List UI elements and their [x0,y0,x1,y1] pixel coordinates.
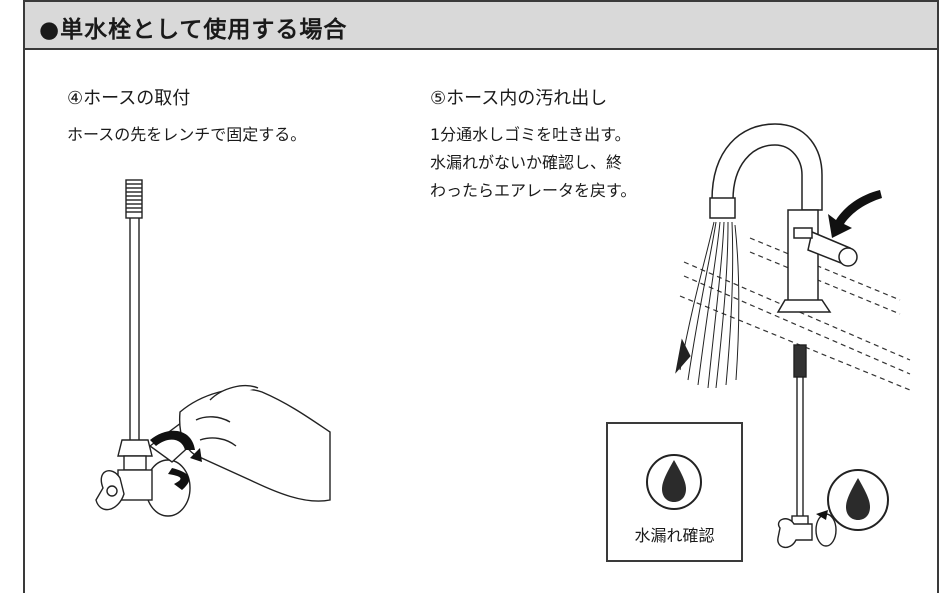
water-drop-icon [816,469,889,531]
step4-text: ホースの先をレンチで固定する。 [67,125,307,144]
leak-check-label: 水漏れ確認 [634,526,715,545]
faucet [709,123,858,313]
step5-text-line: わったらエアレータを戻す。 [430,181,637,200]
curved-arrow-icon [828,190,882,238]
hose-illustration [117,179,153,471]
section-title: ●単水栓として使用する場合 [39,17,348,43]
water-spray [675,221,740,389]
leak-check-box: 水漏れ確認 [606,422,743,562]
stop-valve [95,459,191,517]
step5-title: ⑤ホース内の汚れ出し [430,88,608,109]
section-header: ●単水栓として使用する場合 [23,0,939,50]
content-frame [23,0,939,593]
step4-title: ④ホースの取付 [67,88,191,109]
step5-text-line: 1分通水しゴミを吐き出す。 [430,125,631,144]
step5-text-line: 水漏れがないか確認し、終 [430,153,623,172]
water-drop-icon [646,454,702,510]
hand-with-wrench [148,384,331,502]
step5-text: 1分通水しゴミを吐き出す。 水漏れがないか確認し、終 わったらエアレータを戻す。 [430,121,700,205]
hose-thread [125,179,143,219]
counter-dashed-lines [679,237,911,391]
rotate-arrow-icon [150,430,202,490]
supply-hose [777,344,837,548]
